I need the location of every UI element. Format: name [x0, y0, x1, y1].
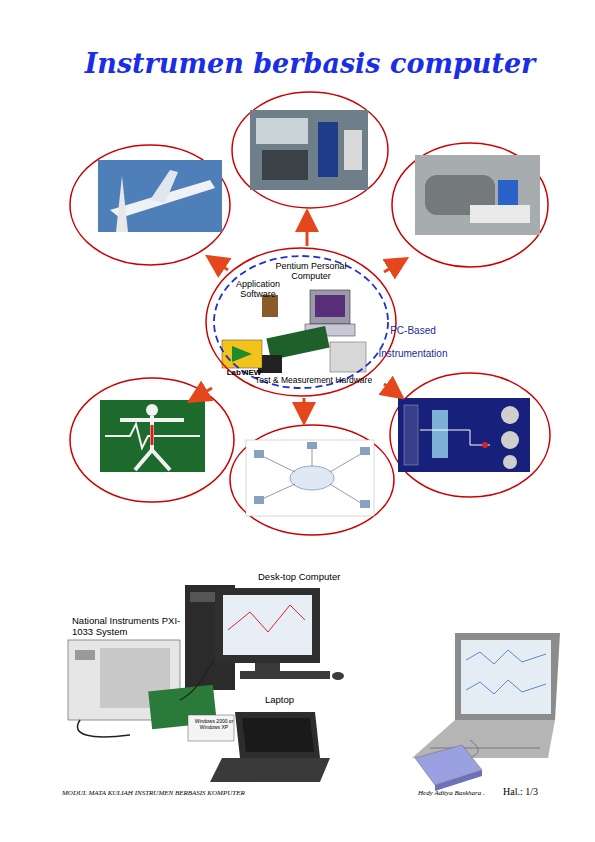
daq-device: [415, 745, 482, 791]
page-number: Hal.: 1/3: [503, 786, 563, 798]
desktop-computer: [185, 585, 344, 690]
pc-hardware-picture: [222, 290, 366, 373]
photo-aircraft: [98, 160, 222, 232]
photo-instruments: [250, 110, 368, 190]
device-label: National Instruments PXI-1033 System: [72, 616, 182, 638]
footer-author: Hedy Aditya Baskhara .: [418, 789, 508, 797]
component-label: Application Software: [230, 279, 286, 300]
pc-based-instrumentation-circle: Pentium Personal ComputerApplication Sof…: [205, 247, 397, 397]
os-label: Windows 2000 or Windows XP: [192, 719, 236, 731]
inner-dashed-ring: [214, 256, 388, 388]
component-label: Pentium Personal Computer: [272, 261, 350, 282]
component-label: Test & Measurement Hardware: [255, 376, 385, 386]
device-label: Laptop: [265, 695, 325, 706]
photo-network: [246, 440, 374, 516]
laptop-right: [412, 633, 560, 762]
radial-arrows: [192, 214, 404, 420]
outer-ring: [206, 248, 396, 396]
photo-machine: [415, 155, 540, 235]
photo-scada: [398, 398, 530, 472]
footer-text: MODUL MATA KULIAH INSTRUMEN BERBASIS KOM…: [62, 789, 362, 797]
device-label: Desk-top Computer: [258, 572, 368, 583]
system-label: PC-Based Instrumentation: [371, 319, 455, 365]
application-ellipses: [70, 92, 550, 535]
photo-biomedical: [100, 400, 205, 472]
page-title: Instrumen berbasis computer: [0, 48, 595, 79]
